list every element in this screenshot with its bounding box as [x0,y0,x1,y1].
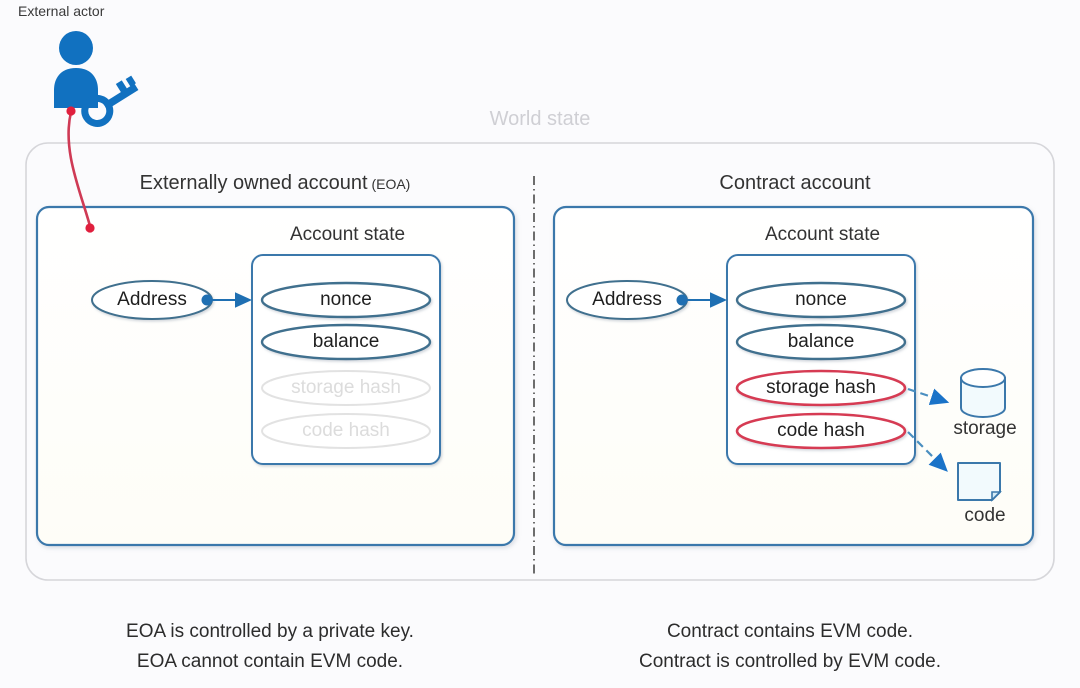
contract-caption: Contract contains EVM code. Contract is … [545,617,1035,677]
eoa-field-ellipse-code-hash [261,413,431,449]
person-icon [54,31,98,108]
contract-field-ellipse-storage-hash [735,369,907,407]
contract-address-label[interactable]: Address [592,289,662,310]
eoa-panel-title-suffix: (EOA) [367,176,411,192]
eoa-caption-line-2: EOA cannot contain EVM code. [136,651,404,672]
storage-hash-link [907,387,950,405]
contract-panel-title: Contract account [719,172,871,194]
private-key-link-end-dot [85,223,95,233]
contract-field-ellipse-balance [735,323,907,361]
contract-field-label-nonce[interactable]: nonce [795,289,847,310]
eoa-field-label-storage-hash: storage hash [291,377,401,398]
eoa-panel-title-main: Externally owned account [139,172,368,194]
contract-caption-line-2: Contract is controlled by EVM code. [638,651,942,672]
eoa-field-ellipse-balance [260,323,432,361]
eoa-address-label[interactable]: Address [117,289,187,310]
contract-field-ellipse-code-hash [735,412,907,450]
code-artifact-label: code [964,505,1006,526]
eoa-caption: EOA is controlled by a private key. EOA … [30,617,510,677]
code-hash-link [907,431,948,472]
key-icon [81,75,139,127]
contract-address-connector-dot [676,294,688,306]
contract-field-ellipse-nonce [735,281,907,319]
eoa-field-label-balance[interactable]: balance [312,331,380,352]
contract-account-state-label: Account state [764,224,881,245]
private-key-link-start-dot [66,106,76,116]
external-actor-label: External actor [18,3,105,19]
contract-field-label-storage-hash[interactable]: storage hash [766,377,876,398]
eoa-panel-title: Externally owned account (EOA) [40,172,510,195]
storage-artifact-label: storage [953,418,1017,439]
eoa-field-label-nonce[interactable]: nonce [320,289,372,310]
eoa-field-ellipse-storage-hash [261,370,431,406]
database-cylinder-icon [960,368,1006,418]
contract-field-label-balance[interactable]: balance [787,331,855,352]
private-key-link [67,111,92,227]
eoa-account-state-label: Account state [289,224,406,245]
world-state-title: World state [489,108,591,130]
contract-caption-line-1: Contract contains EVM code. [666,621,914,642]
contract-field-label-code-hash[interactable]: code hash [777,420,865,441]
eoa-caption-line-1: EOA is controlled by a private key. [126,621,414,642]
document-page-icon [957,462,1002,502]
eoa-address-connector-dot [201,294,213,306]
eoa-field-label-code-hash: code hash [302,420,390,441]
eoa-field-ellipse-nonce [260,281,432,319]
